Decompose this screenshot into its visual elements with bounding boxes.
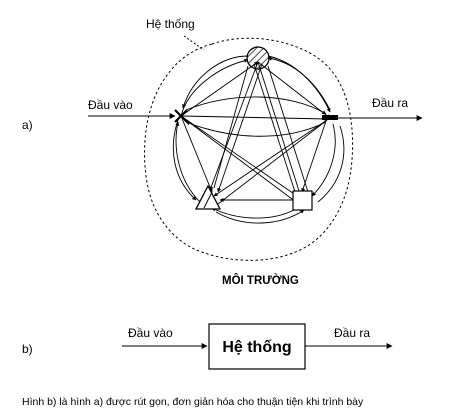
input-label-a: Đầu vào bbox=[88, 98, 133, 112]
output-label-b: Đầu ra bbox=[334, 326, 370, 340]
element-bar bbox=[322, 115, 338, 120]
input-label-b: Đầu vào bbox=[128, 326, 173, 340]
element-square bbox=[292, 190, 313, 211]
system-boundary bbox=[144, 37, 354, 261]
environment-label: MÔI TRƯỜNG bbox=[222, 274, 299, 287]
diagram-b: b) Đầu vào Hệ thống Đầu ra bbox=[22, 323, 393, 370]
element-triangle bbox=[194, 184, 222, 210]
diagram-a: a) Hệ thống Đầu vào Đầu ra bbox=[22, 17, 423, 287]
element-triangle-hatch bbox=[203, 191, 213, 209]
system-box-label: Hệ thống bbox=[222, 339, 291, 356]
system-label: Hệ thống bbox=[146, 17, 195, 31]
element-hatched-circle bbox=[246, 46, 270, 70]
system-label-pointer bbox=[183, 35, 205, 51]
diagram-b-part-label: b) bbox=[22, 342, 33, 356]
element-cross bbox=[174, 109, 188, 123]
element-connections bbox=[172, 55, 345, 224]
diagram-a-part-label: a) bbox=[22, 118, 33, 132]
system-box bbox=[208, 323, 306, 370]
output-label-a: Đầu ra bbox=[372, 96, 408, 110]
figure-caption: Hình b) là hình a) được rút gọn, đơn giả… bbox=[22, 396, 364, 408]
